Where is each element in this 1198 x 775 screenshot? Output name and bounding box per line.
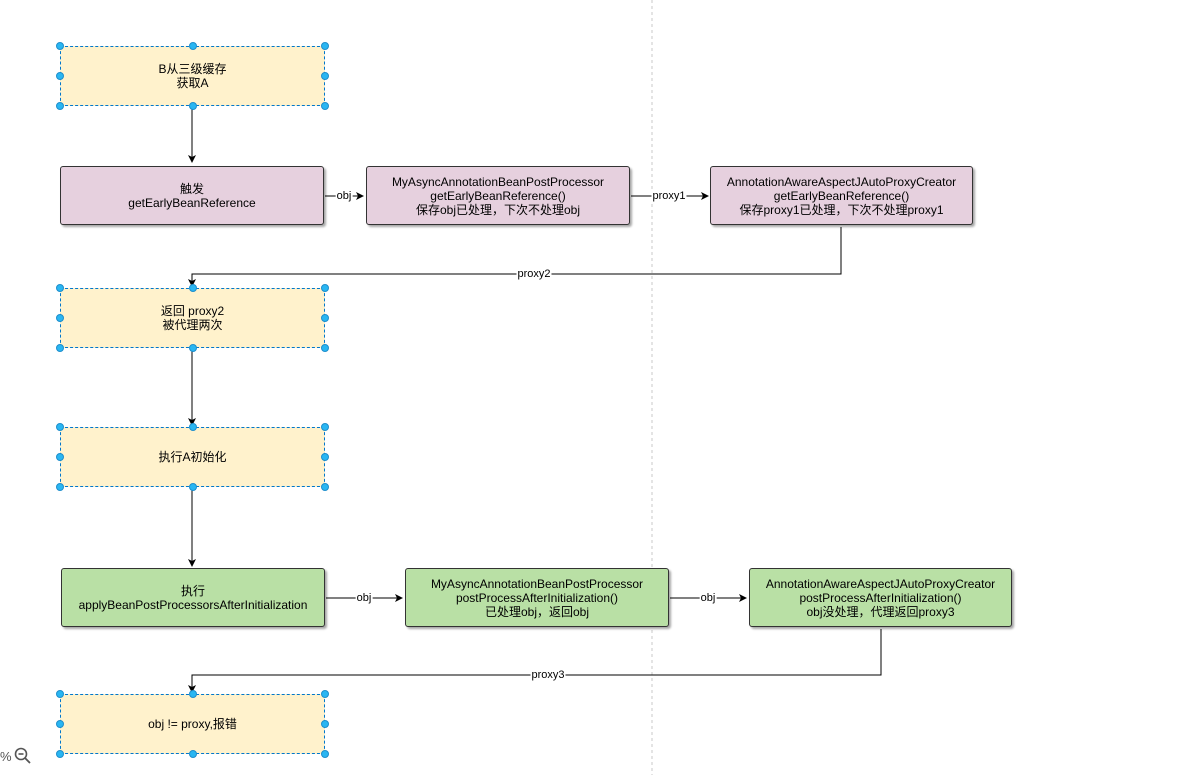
edge-label-proxy2: proxy2 [516, 268, 552, 280]
node-async-early[interactable]: MyAsyncAnnotationBeanPostProcessor getEa… [366, 166, 630, 225]
resize-handle[interactable] [321, 284, 329, 292]
node-aspectj-after[interactable]: AnnotationAwareAspectJAutoProxyCreator p… [749, 568, 1012, 627]
resize-handle[interactable] [188, 483, 197, 491]
resize-handle[interactable] [321, 720, 329, 728]
resize-handle[interactable] [321, 483, 329, 491]
edge-label-obj-after: obj [355, 592, 373, 604]
zoom-out-icon[interactable] [14, 747, 32, 765]
resize-handle[interactable] [188, 284, 197, 292]
resize-handle[interactable] [188, 102, 197, 110]
resize-handle[interactable] [321, 344, 329, 352]
zoom-percent: % [0, 748, 12, 764]
resize-handle[interactable] [188, 690, 197, 698]
resize-handle[interactable] [56, 423, 64, 431]
resize-handle[interactable] [188, 750, 197, 758]
resize-handle[interactable] [56, 284, 64, 292]
node-return-proxy2[interactable]: 返回 proxy2 被代理两次 [60, 288, 325, 348]
resize-handle[interactable] [188, 42, 197, 50]
node-async-after[interactable]: MyAsyncAnnotationBeanPostProcessor postP… [405, 568, 669, 627]
resize-handle[interactable] [321, 42, 329, 50]
node-trigger[interactable]: 触发 getEarlyBeanReference [60, 166, 324, 225]
resize-handle[interactable] [321, 453, 329, 461]
resize-handle[interactable] [56, 453, 64, 461]
resize-handle[interactable] [321, 423, 329, 431]
resize-handle[interactable] [321, 690, 329, 698]
resize-handle[interactable] [188, 423, 197, 431]
resize-handle[interactable] [56, 42, 64, 50]
resize-handle[interactable] [56, 344, 64, 352]
resize-handle[interactable] [321, 750, 329, 758]
node-init-a[interactable]: 执行A初始化 [60, 427, 325, 487]
node-apply-after[interactable]: 执行 applyBeanPostProcessorsAfterInitializ… [61, 568, 325, 627]
edge-label-proxy1: proxy1 [651, 190, 687, 202]
resize-handle[interactable] [321, 314, 329, 322]
edge-label-obj: obj [335, 190, 353, 202]
resize-handle[interactable] [56, 102, 64, 110]
resize-handle[interactable] [56, 690, 64, 698]
zoom-control: % [0, 747, 32, 765]
node-b-get-cache[interactable]: B从三级缓存 获取A [60, 46, 325, 106]
resize-handle[interactable] [56, 750, 64, 758]
resize-handle[interactable] [321, 72, 329, 80]
resize-handle[interactable] [56, 483, 64, 491]
resize-handle[interactable] [321, 102, 329, 110]
edge-label-obj-after-2: obj [699, 592, 717, 604]
node-aspectj-early[interactable]: AnnotationAwareAspectJAutoProxyCreator g… [710, 166, 973, 225]
edge-aspectj-to-error [188, 629, 882, 693]
edge-label-proxy3: proxy3 [530, 669, 566, 681]
resize-handle[interactable] [56, 720, 64, 728]
resize-handle[interactable] [56, 72, 64, 80]
node-error[interactable]: obj != proxy,报错 [60, 694, 325, 754]
resize-handle[interactable] [56, 314, 64, 322]
resize-handle[interactable] [188, 344, 197, 352]
